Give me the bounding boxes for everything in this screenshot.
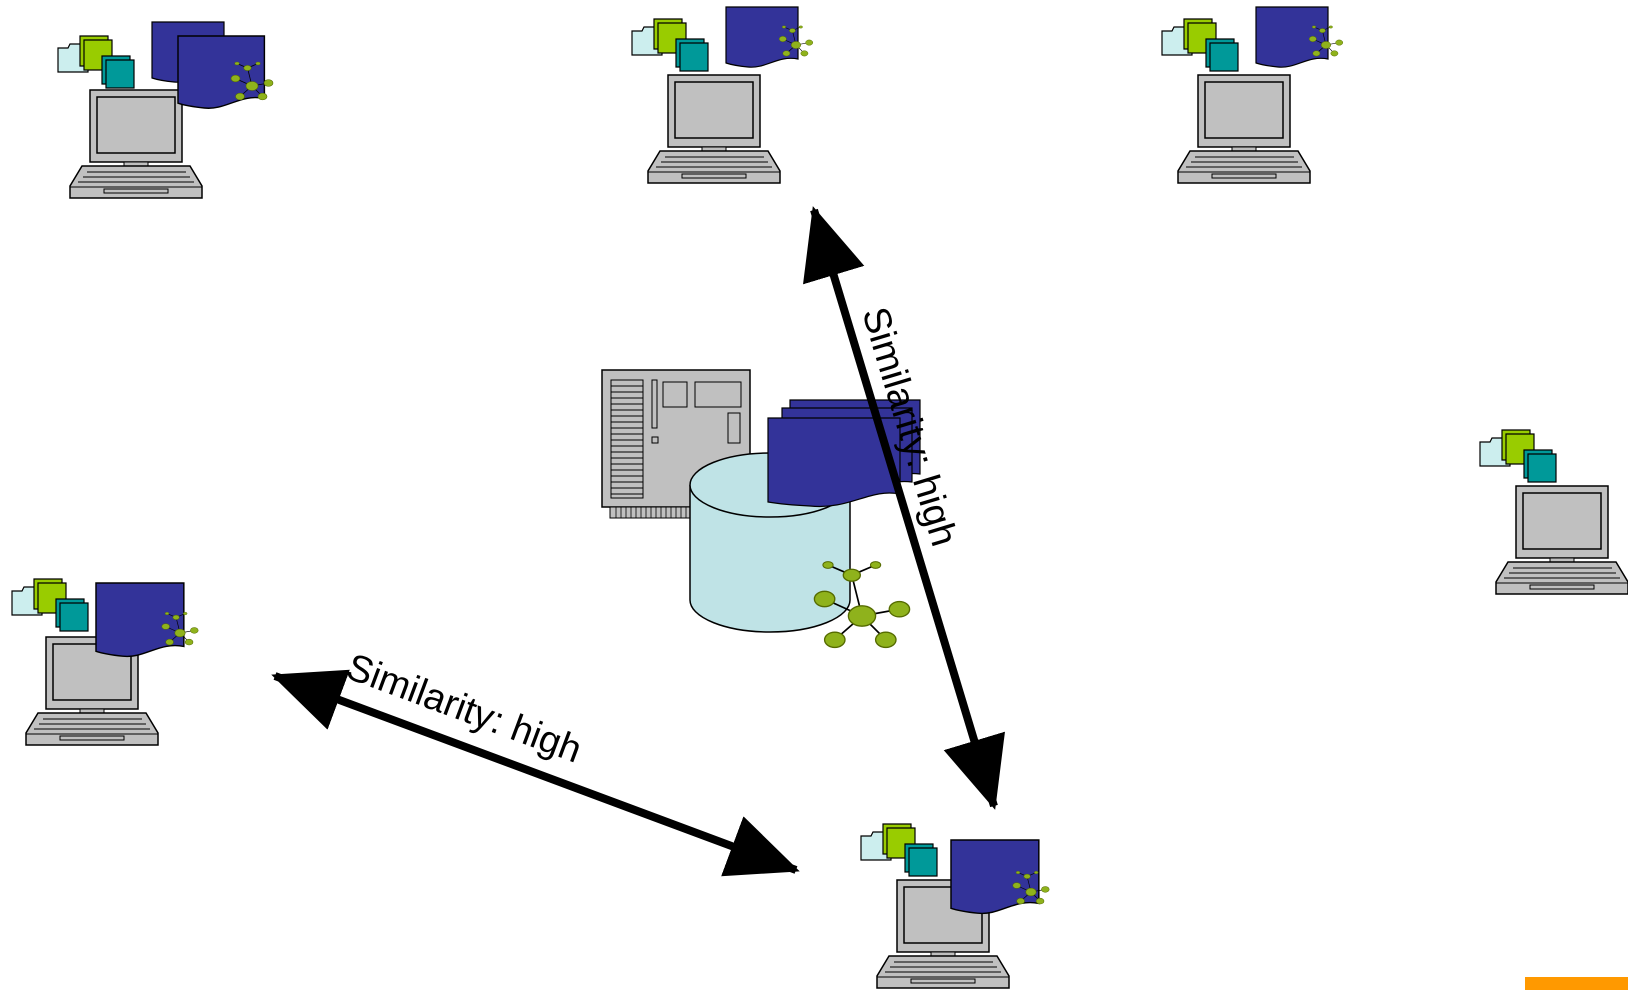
similarity-arrow <box>803 206 1005 810</box>
laptop-node <box>57 21 274 199</box>
laptop-node <box>1161 6 1344 184</box>
edge-label: Similarity: high <box>341 646 587 771</box>
accent-bar <box>1525 977 1628 990</box>
laptop-node <box>1479 429 1628 595</box>
laptop-node <box>631 6 814 184</box>
laptop-node <box>860 823 1050 989</box>
similarity-arrow <box>271 669 800 877</box>
laptop-node <box>11 578 199 746</box>
